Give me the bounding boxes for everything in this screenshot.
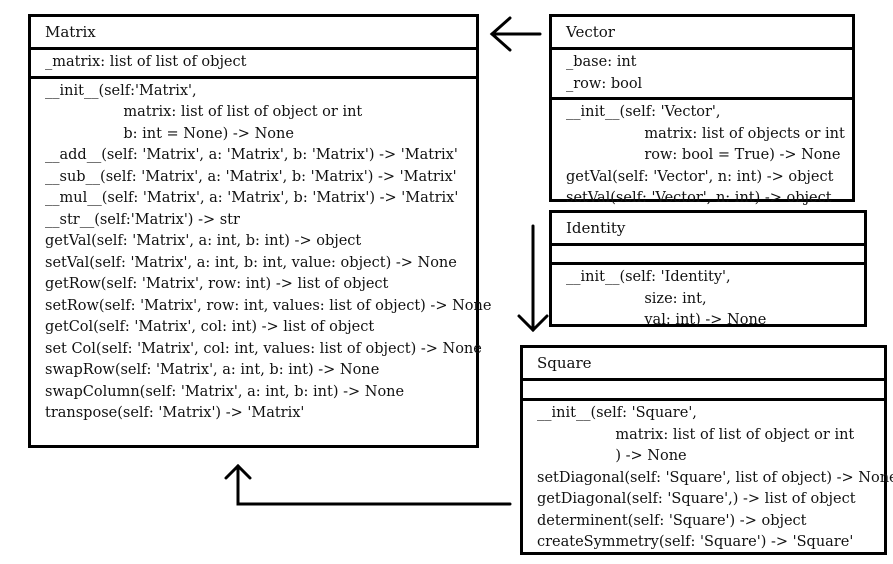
class-box-identity: Identity __init__(self: 'Identity', size… xyxy=(549,210,867,328)
method: swapColumn(self: 'Matrix', a: int, b: in… xyxy=(45,383,405,400)
attributes-vector: _base: int _row: bool xyxy=(552,47,852,100)
method: determinent(self: 'Square') -> object xyxy=(537,512,807,529)
method: b: int = None) -> None xyxy=(45,125,294,142)
arrow-identity-to-square xyxy=(517,224,549,333)
method: getVal(self: 'Matrix', a: int, b: int) -… xyxy=(45,233,362,249)
class-name-matrix: Matrix xyxy=(45,23,96,41)
method: __init__(self: 'Identity', xyxy=(566,269,731,285)
arrow-vector-to-matrix xyxy=(489,16,542,52)
method: matrix: list of list of object or int xyxy=(537,426,855,443)
method: __str__(self:'Matrix') -> str xyxy=(45,211,240,228)
methods-square: __init__(self: 'Square', matrix: list of… xyxy=(523,401,893,554)
method: __add__(self: 'Matrix', a: 'Matrix', b: … xyxy=(45,147,458,163)
method: createSymmetry(self: 'Square') -> 'Squar… xyxy=(537,534,854,550)
arrow-square-to-matrix xyxy=(224,463,512,506)
method: transpose(self: 'Matrix') -> 'Matrix' xyxy=(45,405,305,421)
method: getRow(self: 'Matrix', row: int) -> list… xyxy=(45,276,389,292)
method: getDiagonal(self: 'Square',) -> list of … xyxy=(537,491,856,507)
method: setDiagonal(self: 'Square', list of obje… xyxy=(537,469,893,486)
class-name-square: Square xyxy=(537,354,592,372)
class-box-matrix: Matrix _matrix: list of list of object _… xyxy=(28,14,492,448)
method: val: int) -> None xyxy=(566,312,767,328)
methods-matrix: __init__(self:'Matrix', matrix: list of … xyxy=(31,79,492,425)
class-box-square: Square __init__(self: 'Square', matrix: … xyxy=(520,345,893,555)
method: __sub__(self: 'Matrix', a: 'Matrix', b: … xyxy=(45,168,457,185)
methods-identity: __init__(self: 'Identity', size: int, va… xyxy=(552,265,864,332)
class-name-identity: Identity xyxy=(566,219,626,237)
method: set Col(self: 'Matrix', col: int, values… xyxy=(45,340,482,357)
attributes-matrix: _matrix: list of list of object xyxy=(31,47,476,79)
attribute: _row: bool xyxy=(566,75,643,92)
method: matrix: list of objects or int xyxy=(566,125,845,142)
attribute: _base: int xyxy=(566,54,637,70)
method: getVal(self: 'Vector', n: int) -> object xyxy=(566,168,834,185)
attribute: _matrix: list of list of object xyxy=(45,54,247,70)
method: setRow(self: 'Matrix', row: int, values:… xyxy=(45,297,492,314)
method: __init__(self: 'Vector', xyxy=(566,104,721,120)
method: setVal(self: 'Vector', n: int) -> object xyxy=(566,190,832,206)
class-name-vector: Vector xyxy=(566,23,615,41)
methods-vector: __init__(self: 'Vector', matrix: list of… xyxy=(552,100,852,210)
method: __mul__(self: 'Matrix', a: 'Matrix', b: … xyxy=(45,190,459,206)
method: __init__(self: 'Square', xyxy=(537,405,697,421)
method: matrix: list of list of object or int xyxy=(45,104,363,120)
class-box-vector: Vector _base: int _row: bool __init__(se… xyxy=(549,14,855,206)
method: getCol(self: 'Matrix', col: int) -> list… xyxy=(45,319,375,335)
method: setVal(self: 'Matrix', a: int, b: int, v… xyxy=(45,254,457,271)
method: size: int, xyxy=(566,290,707,307)
method: swapRow(self: 'Matrix', a: int, b: int) … xyxy=(45,362,380,378)
attributes-square xyxy=(523,378,884,401)
method: row: bool = True) -> None xyxy=(566,147,841,163)
attributes-identity xyxy=(552,243,864,265)
method: __init__(self:'Matrix', xyxy=(45,82,197,99)
method: ) -> None xyxy=(537,448,687,464)
